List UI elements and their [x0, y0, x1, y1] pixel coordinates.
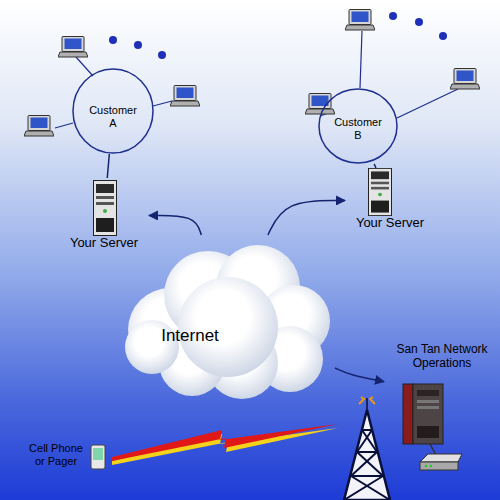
server-node: Your Server [345, 168, 435, 234]
node-label: Customer B [332, 116, 384, 142]
connector [374, 164, 376, 168]
wireless-bolt [112, 424, 338, 465]
operations-server [403, 384, 443, 455]
ellipsis-dots [109, 12, 447, 59]
server-icons [94, 168, 392, 235]
customer-ellipse: Customer A [72, 68, 154, 154]
cloud-shape [120, 235, 335, 400]
node-label: San Tan Network Operations [384, 342, 500, 371]
server-node: Your Server [59, 178, 149, 254]
connector [107, 154, 109, 178]
phone-icon [91, 445, 105, 469]
operations-node: San Tan Network Operations [384, 342, 500, 444]
ellipse-outline [73, 69, 153, 153]
modem-icon [420, 454, 462, 470]
connector [149, 215, 201, 235]
node-label: Customer A [87, 104, 139, 130]
connector [335, 368, 384, 382]
phone-node: Cell Phone or Pager [25, 440, 110, 472]
laptop-icons [24, 10, 480, 137]
ellipse-outline [319, 89, 397, 163]
internet-cloud: Internet [120, 235, 335, 400]
node-label: Internet [145, 326, 235, 346]
cell-tower [344, 397, 390, 500]
node-label: Cell Phone or Pager [25, 442, 87, 468]
customer-ellipse: Customer B [318, 88, 398, 164]
node-label: Your Server [345, 215, 435, 231]
connector [268, 200, 345, 235]
node-label: Your Server [59, 235, 149, 251]
